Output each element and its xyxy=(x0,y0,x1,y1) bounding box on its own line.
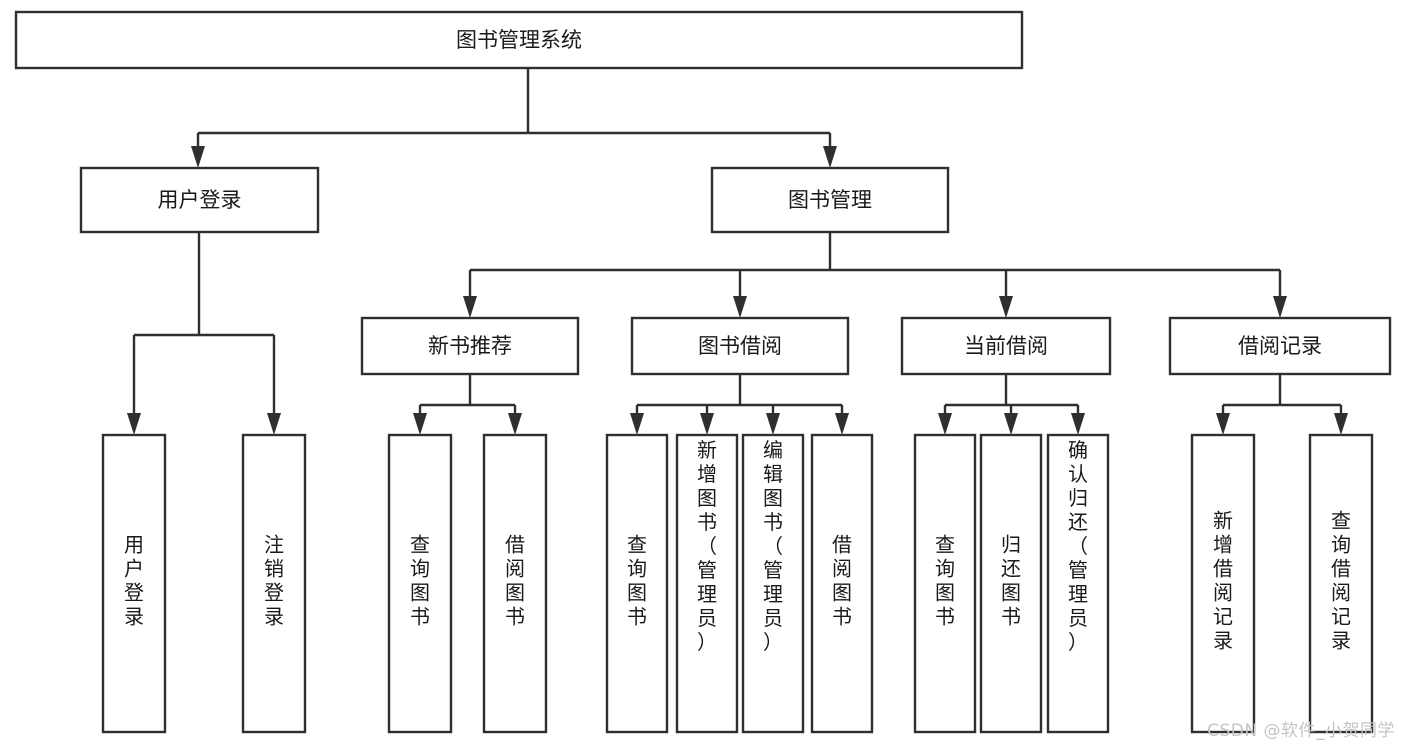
node-leaf-12-box[interactable] xyxy=(1308,433,1374,734)
node-leaf-6[interactable]: 编辑图书（管理员） xyxy=(741,433,805,734)
node-level2-1-box[interactable] xyxy=(710,166,950,234)
group-1-drop-0-arrowhead xyxy=(630,413,644,435)
node-leaf-6-box[interactable] xyxy=(741,433,805,734)
manage-drop-1-arrowhead xyxy=(733,296,747,318)
node-level3-1[interactable]: 图书借阅 xyxy=(630,316,850,376)
node-leaf-12[interactable]: 查询借阅记录 xyxy=(1308,433,1374,734)
node-level3-1-box[interactable] xyxy=(630,316,850,376)
node-leaf-5[interactable]: 新增图书（管理员） xyxy=(675,433,739,734)
node-leaf-9-box[interactable] xyxy=(979,433,1043,734)
node-leaf-2[interactable]: 查询图书 xyxy=(387,433,453,734)
group-1-drop-3-arrowhead xyxy=(835,413,849,435)
node-leaf-3-box[interactable] xyxy=(482,433,548,734)
node-leaf-6-label: 编辑图书（管理员） xyxy=(763,438,783,654)
node-leaf-1-label: 注销登录 xyxy=(264,532,284,628)
connector-layer xyxy=(127,68,1348,435)
node-leaf-10-box[interactable] xyxy=(1046,433,1110,734)
node-layer: 图书管理系统用户登录图书管理新书推荐图书借阅当前借阅借阅记录用户登录注销登录查询… xyxy=(14,10,1392,734)
node-leaf-3-label: 借阅图书 xyxy=(505,532,525,628)
group-0-drop-0-arrowhead xyxy=(413,413,427,435)
node-leaf-11-label: 新增借阅记录 xyxy=(1213,508,1233,652)
node-leaf-9-label: 归还图书 xyxy=(1001,532,1021,628)
node-leaf-8-label: 查询图书 xyxy=(935,532,955,628)
group-3-drop-0-arrowhead xyxy=(1216,413,1230,435)
root-drop-1-arrowhead xyxy=(823,146,837,168)
node-root-system-box[interactable] xyxy=(14,10,1024,70)
group-3-drop-1-arrowhead xyxy=(1334,413,1348,435)
node-leaf-7-box[interactable] xyxy=(810,433,874,734)
node-leaf-0[interactable]: 用户登录 xyxy=(101,433,167,734)
manage-drop-2-arrowhead xyxy=(999,296,1013,318)
node-leaf-11-box[interactable] xyxy=(1190,433,1256,734)
node-level3-2[interactable]: 当前借阅 xyxy=(900,316,1112,376)
node-leaf-12-label: 查询借阅记录 xyxy=(1331,508,1351,652)
group-1-drop-2-arrowhead xyxy=(766,413,780,435)
node-leaf-7[interactable]: 借阅图书 xyxy=(810,433,874,734)
node-level3-3-box[interactable] xyxy=(1168,316,1392,376)
login-drop-0-arrowhead xyxy=(127,413,141,435)
group-2-drop-0-arrowhead xyxy=(938,413,952,435)
node-level3-0-box[interactable] xyxy=(360,316,580,376)
node-leaf-4[interactable]: 查询图书 xyxy=(605,433,669,734)
group-1-drop-1-arrowhead xyxy=(700,413,714,435)
node-leaf-7-label: 借阅图书 xyxy=(832,532,852,628)
node-level2-0[interactable]: 用户登录 xyxy=(79,166,320,234)
node-leaf-11[interactable]: 新增借阅记录 xyxy=(1190,433,1256,734)
group-0-drop-1-arrowhead xyxy=(508,413,522,435)
node-leaf-1[interactable]: 注销登录 xyxy=(241,433,307,734)
node-leaf-10-label: 确认归还（管理员） xyxy=(1068,438,1088,654)
node-leaf-9[interactable]: 归还图书 xyxy=(979,433,1043,734)
node-leaf-3[interactable]: 借阅图书 xyxy=(482,433,548,734)
node-leaf-5-box[interactable] xyxy=(675,433,739,734)
node-level2-1[interactable]: 图书管理 xyxy=(710,166,950,234)
node-root-system-label: 图书管理系统 xyxy=(456,28,582,52)
group-2-drop-2-arrowhead xyxy=(1071,413,1085,435)
node-level3-1-label: 图书借阅 xyxy=(698,334,782,358)
node-leaf-4-label: 查询图书 xyxy=(627,532,647,628)
login-drop-1-arrowhead xyxy=(267,413,281,435)
node-level2-1-label: 图书管理 xyxy=(788,188,872,212)
group-2-drop-1-arrowhead xyxy=(1004,413,1018,435)
node-leaf-0-box[interactable] xyxy=(101,433,167,734)
node-leaf-0-label: 用户登录 xyxy=(124,532,144,628)
node-leaf-2-label: 查询图书 xyxy=(410,532,430,628)
node-leaf-8[interactable]: 查询图书 xyxy=(913,433,977,734)
root-drop-0-arrowhead xyxy=(191,146,205,168)
node-leaf-1-box[interactable] xyxy=(241,433,307,734)
node-level3-2-box[interactable] xyxy=(900,316,1112,376)
node-root-system[interactable]: 图书管理系统 xyxy=(14,10,1024,70)
node-level3-3[interactable]: 借阅记录 xyxy=(1168,316,1392,376)
node-leaf-2-box[interactable] xyxy=(387,433,453,734)
node-level3-3-label: 借阅记录 xyxy=(1238,334,1322,358)
node-level3-2-label: 当前借阅 xyxy=(964,334,1048,358)
node-leaf-5-label: 新增图书（管理员） xyxy=(697,438,717,654)
manage-drop-0-arrowhead xyxy=(463,296,477,318)
node-level2-0-box[interactable] xyxy=(79,166,320,234)
node-level3-0[interactable]: 新书推荐 xyxy=(360,316,580,376)
node-level3-0-label: 新书推荐 xyxy=(428,334,512,358)
node-level2-0-label: 用户登录 xyxy=(158,188,242,212)
node-leaf-10[interactable]: 确认归还（管理员） xyxy=(1046,433,1110,734)
node-leaf-8-box[interactable] xyxy=(913,433,977,734)
node-leaf-4-box[interactable] xyxy=(605,433,669,734)
manage-drop-3-arrowhead xyxy=(1273,296,1287,318)
